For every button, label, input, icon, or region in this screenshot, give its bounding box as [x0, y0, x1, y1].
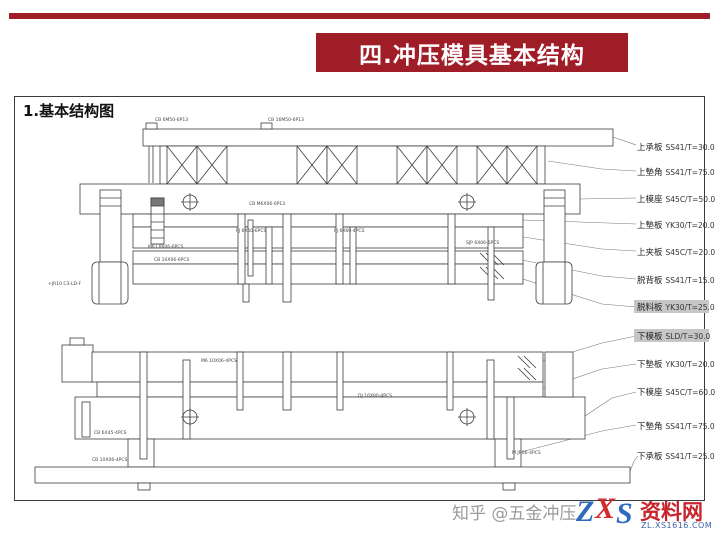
part-label-name: 下模座: [637, 387, 663, 398]
part-label-spec: SS41/T=15.0: [666, 276, 715, 285]
part-label-name: 上承板: [637, 142, 663, 153]
part-label-name: 上夹板: [637, 247, 663, 258]
logo-letter-z: Z: [576, 495, 595, 528]
part-label-name: 脱料板: [637, 302, 663, 313]
part-label-spec: SS41/T=75.0: [666, 422, 715, 431]
logo-letter-s: S: [616, 497, 633, 530]
callout-text: CB 6X45-4PCS: [94, 430, 127, 436]
callout-text: +JR10 C3-LD-F: [48, 281, 82, 287]
part-label-spec: S45C/T=20.0: [666, 248, 716, 257]
part-label-spec: S45C/T=60.0: [666, 388, 716, 397]
logo-url: ZL.XS1616.COM: [641, 521, 713, 530]
part-label-spec: YK30/T=20.0: [665, 221, 715, 230]
slide-title: 四.冲压模具基本结构: [316, 33, 628, 72]
part-label-spec: YK30/T=25.0: [665, 303, 715, 312]
callout-text: M6 10X06-4PCS: [201, 358, 237, 364]
upper-die-assembly: [79, 122, 614, 305]
callout-text: CB 6M50-6P13: [155, 117, 188, 123]
label-highlight: [634, 300, 709, 313]
callout-annotations: CB 6M50-6P13 CB 16M50-6P13 CB M6X06-6P13…: [48, 117, 541, 463]
part-label-name: 脱背板: [637, 275, 663, 286]
part-label-name: 下承板: [637, 451, 663, 462]
part-label-name: 上墊角: [637, 167, 663, 178]
part-label-name: 下墊角: [637, 421, 663, 432]
watermark-zhihu: 知乎 @五金冲压: [452, 504, 577, 524]
logo-letter-x: X: [595, 492, 616, 525]
top-accent-line: [9, 13, 710, 19]
part-label-name: 上模座: [637, 194, 663, 205]
part-label-spec: SS41/T=25.0: [666, 452, 715, 461]
callout-text: DJ 16X80-4PCS: [358, 393, 392, 399]
watermark-logo: Z X S 资料网 ZL.XS1616.COM: [574, 494, 716, 538]
part-label-name: 上墊板: [637, 220, 663, 231]
part-label-spec: SS41/T=30.0: [666, 143, 715, 152]
callout-text: SJP 6X06-6PCS: [466, 240, 499, 246]
callout-text: CB 10X06-6PCS: [154, 257, 190, 263]
callout-text: PJ 6X60-6PCS: [236, 228, 266, 234]
lower-die-assembly: [34, 337, 631, 491]
part-label-name: 下模板: [637, 331, 663, 342]
callout-text: CB M6X06-6P13: [249, 201, 285, 207]
part-label-spec: YK30/T=20.0: [665, 360, 715, 369]
part-label-spec: S45C/T=50.0: [666, 195, 716, 204]
label-highlight: [634, 329, 709, 342]
callout-text: CB 10X06-4PCS: [92, 457, 128, 463]
section-heading: 1.基本结构图: [23, 102, 115, 120]
callout-text: M JR06-4PCS: [512, 450, 541, 456]
callout-text: CB 16M50-6P13: [268, 117, 304, 123]
logo-name: 资料网: [640, 500, 703, 524]
part-label-spec: SS41/T=75.0: [666, 168, 715, 177]
callout-text: M6 L0606-6PCS: [148, 244, 183, 250]
part-label-spec: SLD/T=30.0: [666, 332, 711, 341]
callout-text: PJ 6X60-4PCS: [334, 228, 364, 234]
part-label-name: 下墊板: [637, 359, 663, 370]
